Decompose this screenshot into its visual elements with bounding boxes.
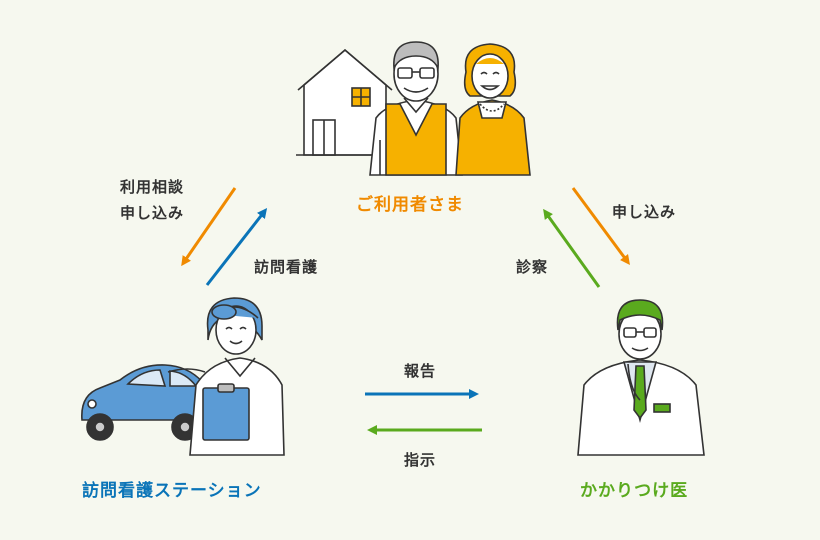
apply-label: 申し込み	[612, 203, 677, 221]
arrow-exam-to-user	[543, 208, 601, 288]
user-title: ご利用者さま	[356, 195, 464, 215]
elderly-woman-icon	[455, 43, 531, 176]
consult-label-line2: 申し込み	[120, 204, 185, 222]
instruction-label: 指示	[404, 451, 437, 469]
examination-label: 診察	[516, 258, 549, 276]
arrow-visit-to-user	[205, 208, 268, 286]
arrow-consult-to-station	[181, 187, 237, 267]
doctor-title: かかりつけ医	[580, 481, 689, 501]
nurse-icon	[167, 297, 285, 456]
station-title: 訪問看護ステーション	[82, 481, 262, 501]
car-icon	[81, 364, 211, 441]
consult-label-line1: 利用相談	[120, 178, 185, 196]
report-label: 報告	[404, 362, 437, 380]
doctor-icon	[577, 299, 705, 456]
arrow-apply-to-doctor	[571, 187, 630, 266]
visit-nursing-label: 訪問看護	[254, 258, 319, 276]
elderly-man-icon	[369, 41, 463, 176]
